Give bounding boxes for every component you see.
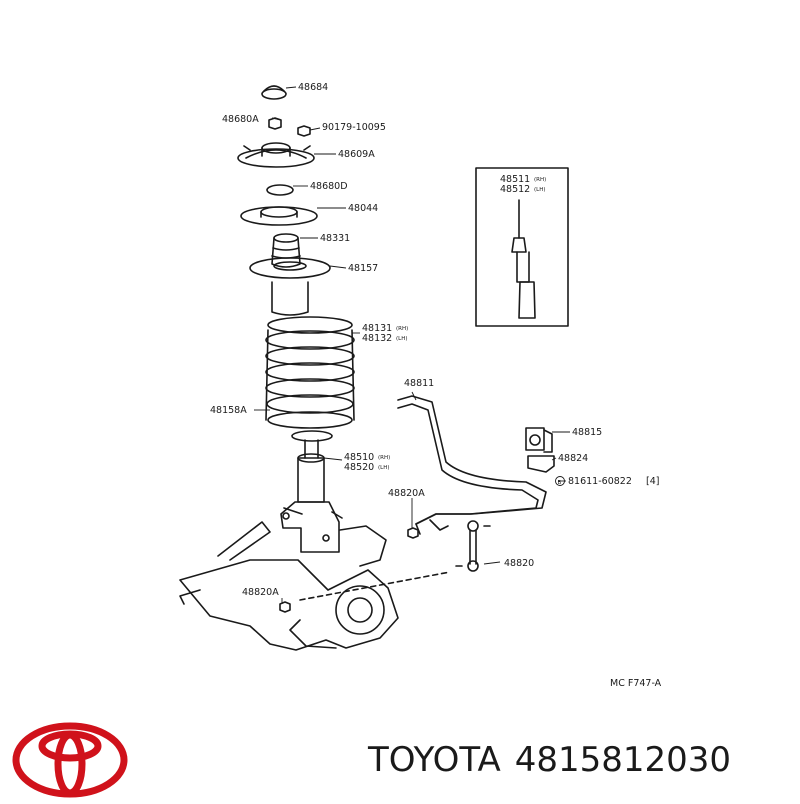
- washer-48680D: [266, 184, 294, 196]
- dust-boot: [271, 281, 309, 316]
- strut-48510: [280, 439, 343, 553]
- label-48680D: 48680D: [310, 181, 348, 192]
- label-48510: 48510: [344, 452, 374, 463]
- label-48815: 48815: [572, 427, 602, 438]
- bushing-48815: [525, 427, 553, 453]
- label-48158A: 48158A: [210, 405, 247, 416]
- label-48132: 48132: [362, 333, 392, 344]
- label-48512: 48512: [500, 184, 530, 195]
- leader-lines: [254, 86, 570, 604]
- insulator-48157: [249, 257, 331, 279]
- label-48520: 48520: [344, 462, 374, 473]
- nut-90179: [297, 125, 311, 137]
- label-81611-qty: [4]: [646, 476, 659, 487]
- label-48157: 48157: [348, 263, 378, 274]
- side-mark-lh-48512: (LH): [534, 187, 546, 193]
- shock-48511: [511, 199, 536, 319]
- seat-48044: [240, 206, 318, 226]
- label-48820A-upper: 48820A: [388, 488, 425, 499]
- part-number: 4815812030: [514, 740, 732, 780]
- inset-box: [475, 167, 569, 327]
- nut-48820A-lower: [279, 601, 291, 613]
- dashed-guide: [299, 571, 451, 601]
- nut-48820A-upper: [407, 527, 419, 539]
- diagram-code: MC F747-A: [610, 678, 662, 689]
- side-mark-lh-48520: (LH): [378, 465, 390, 471]
- label-48331: 48331: [320, 233, 350, 244]
- nut-48680A: [268, 117, 282, 130]
- label-90179: 90179-10095: [322, 122, 386, 133]
- label-48044: 48044: [348, 203, 378, 214]
- label-48511: 48511: [500, 174, 530, 185]
- link-48820: [455, 520, 491, 572]
- spring-48131: [265, 316, 355, 429]
- label-48820: 48820: [504, 558, 534, 569]
- side-mark-rh-48131: (RH): [396, 326, 408, 332]
- bracket-48824: [527, 455, 555, 473]
- label-48680A: 48680A: [222, 114, 259, 125]
- label-48684: 48684: [298, 82, 328, 93]
- brand-name: TOYOTA: [368, 740, 501, 780]
- side-mark-rh-48511: (RH): [534, 177, 546, 183]
- lower-seat-48158A: [291, 430, 333, 442]
- label-48811: 48811: [404, 378, 434, 389]
- stabilizer-bar-48811: [397, 395, 547, 535]
- label-48609A: 48609A: [338, 149, 375, 160]
- toyota-logo-icon: [12, 722, 128, 798]
- support-48609A: [237, 142, 315, 168]
- side-mark-lh-48132: (LH): [396, 336, 408, 342]
- callout-letter: B: [558, 480, 562, 486]
- side-mark-rh-48510: (RH): [378, 455, 390, 461]
- label-48824: 48824: [558, 453, 588, 464]
- label-48131: 48131: [362, 323, 392, 334]
- knuckle-assembly: [179, 521, 399, 651]
- label-81611: 81611-60822: [568, 476, 632, 487]
- label-48820A-lower: 48820A: [242, 587, 279, 598]
- cap-48684: [261, 85, 287, 100]
- footer-brand-line: TOYOTA 4815812030: [368, 730, 788, 790]
